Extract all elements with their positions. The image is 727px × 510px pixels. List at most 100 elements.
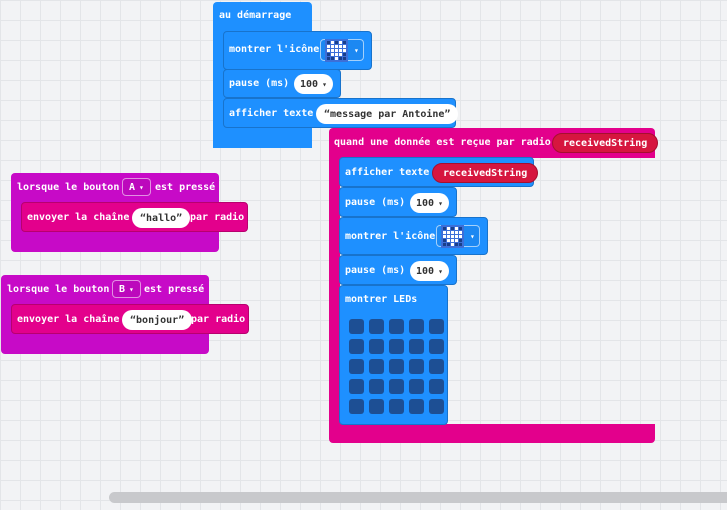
send-string-block[interactable]: envoyer la chaîne “hallo” par radio: [21, 202, 248, 232]
led-cell[interactable]: [429, 399, 444, 414]
led-grid[interactable]: [349, 319, 444, 414]
icon-pixel: [327, 52, 330, 56]
send-string-label: envoyer la chaîne: [27, 212, 130, 223]
icon-pixel: [331, 48, 334, 52]
led-cell[interactable]: [429, 359, 444, 374]
send-string-suffix: par radio: [191, 314, 246, 325]
show-icon-block[interactable]: montrer l'icône ▾: [223, 31, 372, 70]
pause-label: pause (ms): [229, 78, 290, 89]
received-string-param[interactable]: receivedString: [552, 133, 659, 153]
icon-pixel: [451, 230, 454, 234]
icon-pixel: [447, 234, 450, 238]
led-cell[interactable]: [349, 399, 364, 414]
icon-pixel: [455, 242, 458, 246]
icon-pixel: [339, 40, 342, 44]
led-cell[interactable]: [369, 359, 384, 374]
pause-value-dropdown[interactable]: 100 ▾: [294, 74, 333, 94]
show-string-block[interactable]: afficher texte “message par Antoine”: [223, 98, 459, 128]
led-cell[interactable]: [389, 359, 404, 374]
show-leds-label: montrer LEDs: [345, 294, 418, 305]
show-string-label: afficher texte: [229, 108, 314, 119]
chevron-down-icon: ▾: [322, 79, 327, 89]
led-cell[interactable]: [409, 399, 424, 414]
led-cell[interactable]: [349, 339, 364, 354]
on-button-suffix: est pressé: [144, 284, 205, 295]
icon-pixel: [443, 226, 446, 230]
on-start-title: au démarrage: [219, 10, 292, 21]
show-icon-label: montrer l'icône: [345, 231, 436, 242]
show-leds-block[interactable]: montrer LEDs: [339, 285, 448, 425]
icon-pixel: [443, 238, 446, 242]
icon-pixel: [459, 238, 462, 242]
icon-pixel: [327, 40, 330, 44]
button-a-dropdown[interactable]: A ▾: [122, 178, 151, 196]
show-string-var-block[interactable]: afficher texte receivedString: [339, 157, 539, 187]
icon-pixel: [335, 52, 338, 56]
led-cell[interactable]: [429, 379, 444, 394]
icon-pixel: [443, 242, 446, 246]
icon-pixel: [335, 48, 338, 52]
icon-pixel: [451, 234, 454, 238]
icon-pixel: [447, 238, 450, 242]
send-string-value: bonjour: [136, 314, 179, 326]
horizontal-scrollbar[interactable]: [109, 492, 727, 503]
icon-pixel: [343, 40, 346, 44]
led-cell[interactable]: [429, 319, 444, 334]
pause-block[interactable]: pause (ms) 100 ▾: [339, 187, 457, 217]
button-b-dropdown[interactable]: B ▾: [112, 280, 141, 298]
show-icon-label: montrer l'icône: [229, 44, 320, 55]
icon-pixel: [451, 242, 454, 246]
led-cell[interactable]: [409, 319, 424, 334]
on-button-prefix: lorsque le bouton: [7, 284, 110, 295]
icon-pixel: [327, 48, 330, 52]
led-cell[interactable]: [369, 379, 384, 394]
icon-selector[interactable]: ▾: [320, 38, 364, 62]
heart-icon: [441, 224, 464, 248]
string-input[interactable]: “message par Antoine”: [316, 104, 459, 124]
icon-pixel: [339, 48, 342, 52]
led-cell[interactable]: [409, 339, 424, 354]
led-cell[interactable]: [389, 319, 404, 334]
led-cell[interactable]: [389, 399, 404, 414]
icon-pixel: [339, 44, 342, 48]
send-string-input[interactable]: “bonjour”: [122, 310, 193, 330]
led-cell[interactable]: [369, 399, 384, 414]
on-radio-received-block[interactable]: quand une donnée est reçue par radio rec…: [329, 128, 659, 158]
pause-value-dropdown[interactable]: 100 ▾: [410, 193, 449, 213]
led-cell[interactable]: [369, 339, 384, 354]
led-cell[interactable]: [369, 319, 384, 334]
string-value: message par Antoine: [330, 108, 445, 120]
icon-pixel: [331, 44, 334, 48]
chevron-down-icon: ▾: [354, 45, 359, 55]
icon-pixel: [339, 56, 342, 60]
icon-pixel: [447, 226, 450, 230]
received-string-variable[interactable]: receivedString: [432, 163, 539, 183]
led-cell[interactable]: [409, 379, 424, 394]
send-string-block[interactable]: envoyer la chaîne “bonjour” par radio: [11, 304, 249, 334]
send-string-label: envoyer la chaîne: [17, 314, 120, 325]
icon-selector[interactable]: ▾: [436, 224, 480, 248]
on-radio-side: [329, 157, 340, 425]
pause-value-dropdown[interactable]: 100 ▾: [410, 261, 449, 281]
led-cell[interactable]: [389, 379, 404, 394]
show-string-label: afficher texte: [345, 167, 430, 178]
icon-pixel: [455, 234, 458, 238]
button-name: B: [119, 283, 126, 295]
icon-pixel: [335, 44, 338, 48]
led-cell[interactable]: [409, 359, 424, 374]
show-icon-block[interactable]: montrer l'icône ▾: [339, 217, 488, 255]
led-cell[interactable]: [389, 339, 404, 354]
on-button-prefix: lorsque le bouton: [17, 182, 120, 193]
send-string-suffix: par radio: [190, 212, 245, 223]
pause-block[interactable]: pause (ms) 100 ▾: [223, 69, 341, 98]
icon-pixel: [459, 234, 462, 238]
led-cell[interactable]: [429, 339, 444, 354]
chevron-down-icon: ▾: [470, 231, 475, 241]
led-cell[interactable]: [349, 359, 364, 374]
led-cell[interactable]: [349, 379, 364, 394]
pause-block[interactable]: pause (ms) 100 ▾: [339, 255, 457, 285]
send-string-input[interactable]: “hallo”: [132, 208, 191, 228]
icon-pixel: [343, 48, 346, 52]
led-cell[interactable]: [349, 319, 364, 334]
icon-pixel: [443, 234, 446, 238]
